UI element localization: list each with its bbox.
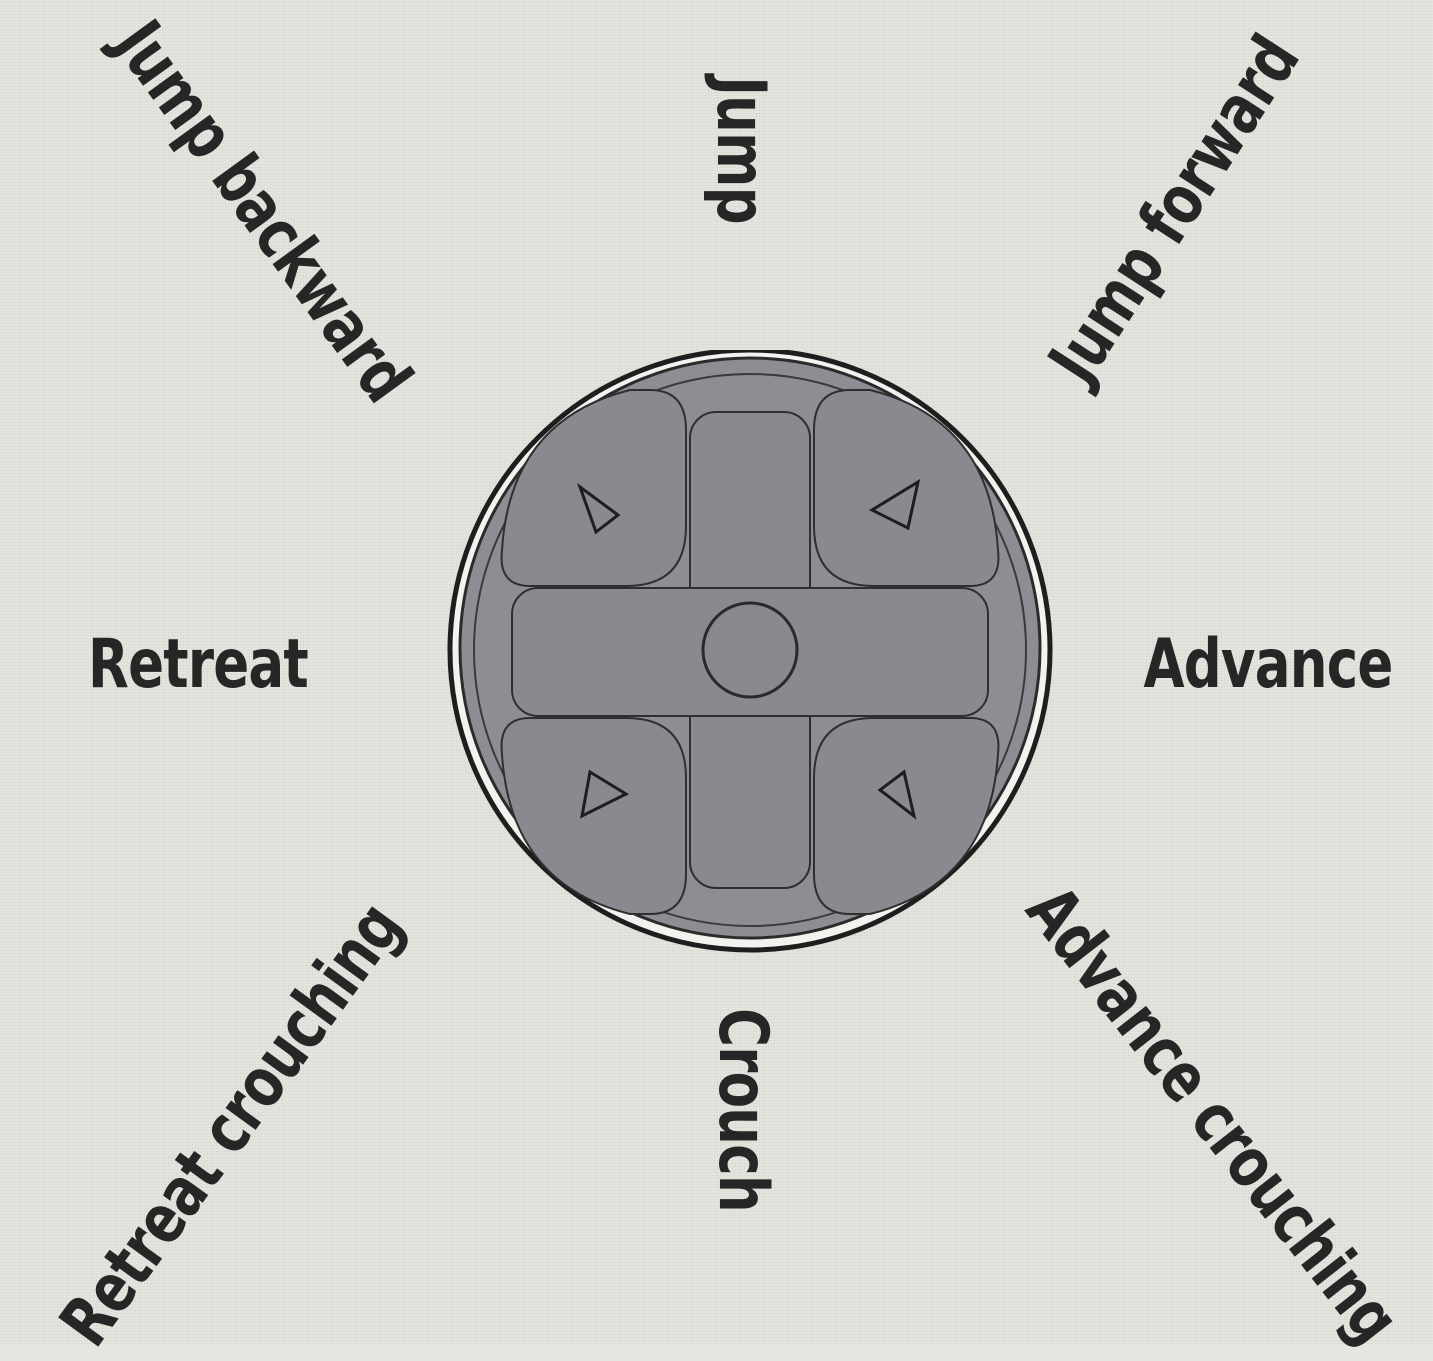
label-jump-forward: Jump forward [1039, 26, 1311, 394]
label-advance: Advance [1143, 631, 1392, 699]
dpad-center-fill [692, 590, 808, 714]
diagonal-pad-up-left [502, 390, 686, 586]
label-retreat-crouching: Retreat crouching [50, 892, 414, 1357]
diagonal-pad-down-right [814, 718, 998, 914]
label-jump-backward: Jump backward [103, 11, 422, 414]
diagonal-pad-down-left [502, 718, 686, 914]
label-crouch: Crouch [708, 1008, 776, 1212]
label-advance-crouching: Advance crouching [1014, 876, 1409, 1355]
label-retreat: Retreat [88, 631, 308, 699]
directional-pad-icon [440, 350, 1060, 960]
label-jump: Jump [706, 76, 774, 224]
